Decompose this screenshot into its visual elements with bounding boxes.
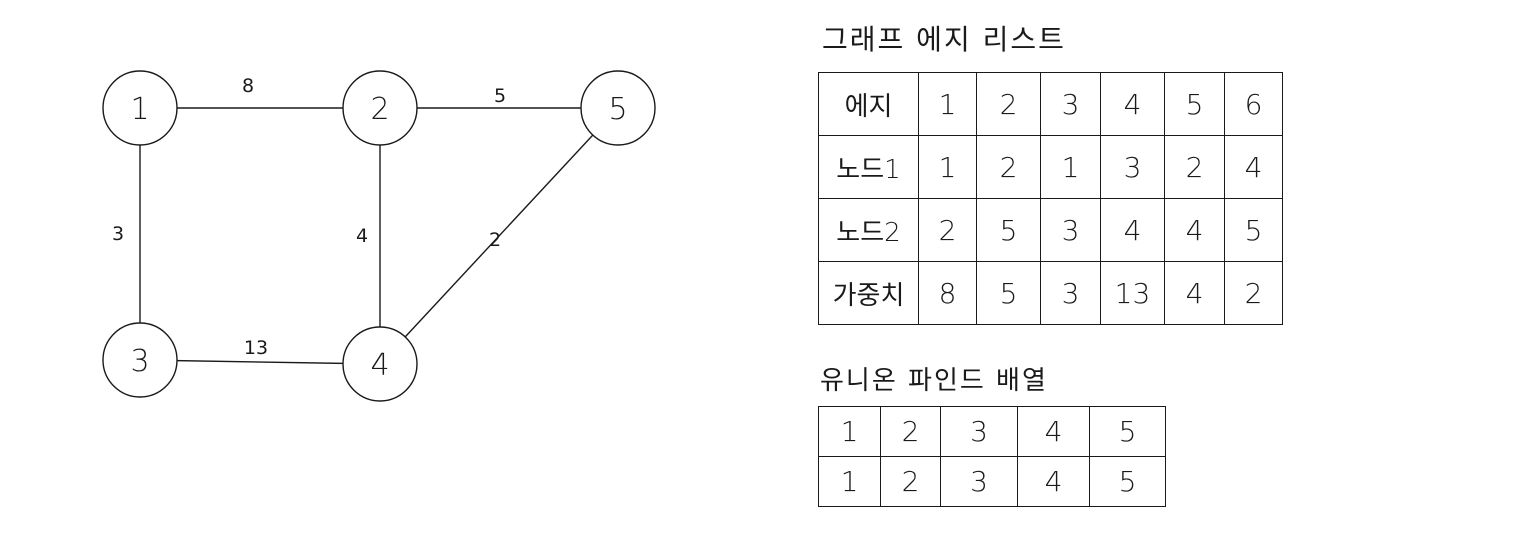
edge-list-cell: 1 xyxy=(1040,135,1101,199)
edge-list-cell: 4 xyxy=(1164,261,1225,325)
union-find-title: 유니온 파인드 배열 xyxy=(820,366,1048,396)
node-label: 3 xyxy=(130,344,149,379)
edge-weight-label: 2 xyxy=(489,229,501,251)
edge-list-cell: 4 xyxy=(1164,198,1225,262)
union-find-cell: 1 xyxy=(818,456,881,507)
edge-3-4 xyxy=(139,359,381,365)
node-label: 4 xyxy=(370,348,389,383)
edge-list-cell: 2 xyxy=(1164,135,1225,199)
node-label: 1 xyxy=(130,92,149,127)
node-circle xyxy=(580,70,656,146)
edge-list-cell: 2 xyxy=(1224,261,1283,325)
edge-weight-label: 3 xyxy=(112,223,124,245)
weights-layer: 8 5 3 4 2 13 xyxy=(112,75,506,359)
edges-layer xyxy=(139,107,619,365)
edge-5-4 xyxy=(379,107,619,365)
union-find-cell: 2 xyxy=(880,456,941,507)
edge-list-cell: 4 xyxy=(1100,72,1165,136)
edge-list-cell: 5 xyxy=(1224,198,1283,262)
edge-weight-label: 13 xyxy=(244,337,268,359)
edge-list-cell: 3 xyxy=(1040,261,1101,325)
union-find-cell: 4 xyxy=(1017,406,1090,457)
union-find-cell: 3 xyxy=(940,456,1018,507)
node-circle xyxy=(342,70,418,146)
node-3: 3 xyxy=(102,322,178,398)
node-4: 4 xyxy=(342,326,418,402)
nodes-layer: 1 2 3 4 5 xyxy=(102,70,656,402)
edge-list-cell: 3 xyxy=(1040,72,1101,136)
edge-list-cell: 2 xyxy=(976,135,1041,199)
node-circle xyxy=(102,322,178,398)
edge-list-cell: 5 xyxy=(976,261,1041,325)
union-find-cell: 5 xyxy=(1089,456,1166,507)
union-find-cell: 1 xyxy=(818,406,881,457)
edge-weight-label: 8 xyxy=(242,75,254,97)
edge-list-row-header: 가중치 xyxy=(818,261,919,325)
graph-diagram: 8 5 3 4 2 13 1 2 3 4 5 xyxy=(102,70,656,402)
node-1: 1 xyxy=(102,70,178,146)
edge-list-cell: 5 xyxy=(976,198,1041,262)
edge-list-cell: 8 xyxy=(918,261,977,325)
edge-list-title: 그래프 에지 리스트 xyxy=(822,23,1066,56)
edge-list-cell: 13 xyxy=(1100,261,1165,325)
node-5: 5 xyxy=(580,70,656,146)
node-circle xyxy=(342,326,418,402)
edge-weight-label: 4 xyxy=(356,225,368,247)
union-find-cell: 2 xyxy=(880,406,941,457)
union-find-cell: 5 xyxy=(1089,406,1166,457)
edge-list-cell: 3 xyxy=(1100,135,1165,199)
edge-weight-label: 5 xyxy=(494,85,506,107)
edge-list-cell: 6 xyxy=(1224,72,1283,136)
node-circle xyxy=(102,70,178,146)
edge-list-cell: 3 xyxy=(1040,198,1101,262)
edge-list-row-header: 노드2 xyxy=(818,198,919,262)
node-label: 2 xyxy=(370,92,389,127)
edge-list-cell: 1 xyxy=(918,72,977,136)
node-label: 5 xyxy=(608,92,627,127)
union-find-cell: 3 xyxy=(940,406,1018,457)
edge-list-cell: 4 xyxy=(1224,135,1283,199)
edge-list-row-header: 에지 xyxy=(818,72,919,136)
edge-list-cell: 4 xyxy=(1100,198,1165,262)
union-find-cell: 4 xyxy=(1017,456,1090,507)
edge-list-cell: 2 xyxy=(976,72,1041,136)
edge-list-cell: 1 xyxy=(918,135,977,199)
edge-list-cell: 5 xyxy=(1164,72,1225,136)
edge-list-row-header: 노드1 xyxy=(818,135,919,199)
node-2: 2 xyxy=(342,70,418,146)
edge-list-cell: 2 xyxy=(918,198,977,262)
